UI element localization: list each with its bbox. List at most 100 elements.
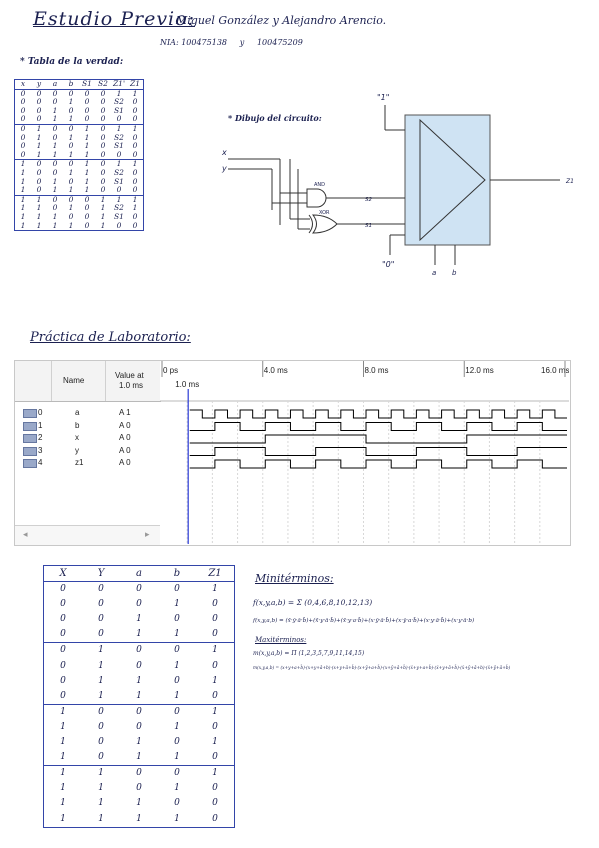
tt2-cell: 0 [174,584,180,595]
tt1-cell: S2 [114,167,124,177]
page-title: Estudio Previo: [33,8,195,30]
tt1-cell: 1 [68,167,74,177]
tt2-cell: 1 [174,813,180,824]
tt1-cell: S2 [114,203,124,213]
tt1-cell: 0 [31,159,47,169]
signal-name: a [75,408,80,417]
tt2-cell: 0 [212,629,218,640]
signal-trace [189,434,567,444]
tt1-header-cell: a [47,79,63,90]
tt1-cell: 1 [111,194,127,205]
tt1-cell: 0 [52,97,58,107]
tt1-cell: 1 [52,149,58,159]
tt1-cell: 1 [84,149,90,159]
tt2-cell: 1 [136,813,142,824]
tt2-cell: 1 [136,690,142,701]
tt1-cell: 0 [68,211,74,221]
tt2-cell: 0 [212,599,218,610]
signal-name: z1 [75,458,84,467]
tt2-cell: 1 [60,798,66,809]
tt1-cell: 0 [68,88,74,98]
tt1-cell: 1 [36,203,42,213]
cursor-label: 1.0 ms [175,380,199,389]
tt1-cell: 0 [100,132,106,142]
tt1-cell: 0 [132,105,138,115]
tt1-cell: 0 [20,97,26,107]
tt2-cell: 0 [212,660,218,671]
scroll-right-icon[interactable]: ▸ [145,529,150,539]
tt1-cell: 0 [100,141,106,151]
tt1-cell: 0 [132,132,138,142]
tt2-cell: 0 [120,642,158,659]
tt2-cell: 1 [174,629,180,640]
const-zero: "0" [382,260,394,269]
tt1-cell: 1 [116,88,122,98]
nia-label: NIA: [160,38,179,47]
scroll-left-icon[interactable]: ◂ [23,529,28,539]
tt1-cell: 0 [36,185,42,195]
tt1-cell: 0 [84,114,90,124]
signal-index: 4 [38,458,43,467]
tt1-cell: 0 [95,123,111,134]
tt1-cell: 1 [132,88,138,98]
tt1-cell: 0 [100,105,106,115]
wire-s1-label: S1 [365,223,372,229]
tt1-cell: 0 [100,114,106,124]
tt1-cell: 1 [111,123,127,134]
tt1-cell: 0 [100,149,106,159]
minterms-heading: Minitérminos: [255,572,334,585]
tt1-header-cell: b [63,79,79,90]
tt2-cell: 0 [212,690,218,701]
signal-value: A 0 [119,458,131,467]
horizontal-scrollbar[interactable]: ◂ ▸ [15,525,160,545]
tt1-cell: 1 [20,211,26,221]
authors: Miguel González y Alejandro Arencio. [176,14,387,27]
signal-index: 3 [38,445,43,455]
maxterms-heading: Maxitérminos: [255,636,307,644]
tt2-cell: 0 [212,798,218,809]
tt2-cell: 1 [196,703,235,720]
tt2-cell: 1 [136,737,142,748]
tt2-cell: 1 [98,783,104,794]
tt2-cell: 0 [98,584,104,595]
nia-line: NIA: 100475138 y 100475209 [160,38,303,47]
tt1-cell: 0 [132,167,138,177]
tt2-cell: 1 [136,752,142,763]
tt2-cell: 0 [212,721,218,732]
tt1-cell: 1 [127,194,144,205]
tt2-cell: 1 [43,765,82,782]
tt1-cell: 1 [20,176,26,186]
nia-2: 100475209 [256,38,303,47]
time-label: 8.0 ms [365,366,389,375]
signal-row[interactable]: 4 z1 A 0 [15,458,160,471]
input-pin-icon [23,459,37,468]
tt2-cell: 0 [136,584,142,595]
tt1-cell: 1 [68,185,74,195]
tt2-cell: 0 [136,660,142,671]
tt2-cell: 0 [136,783,142,794]
input-pin-icon [23,421,37,431]
tt2-cell: 1 [196,642,235,659]
tt2-cell: 0 [98,721,104,732]
tt1-cell: 1 [31,123,47,134]
signal-name: b [75,420,80,430]
tt1-cell: 0 [36,167,42,177]
tt2-cell: 0 [98,737,104,748]
tt1-cell: 1 [68,97,74,107]
